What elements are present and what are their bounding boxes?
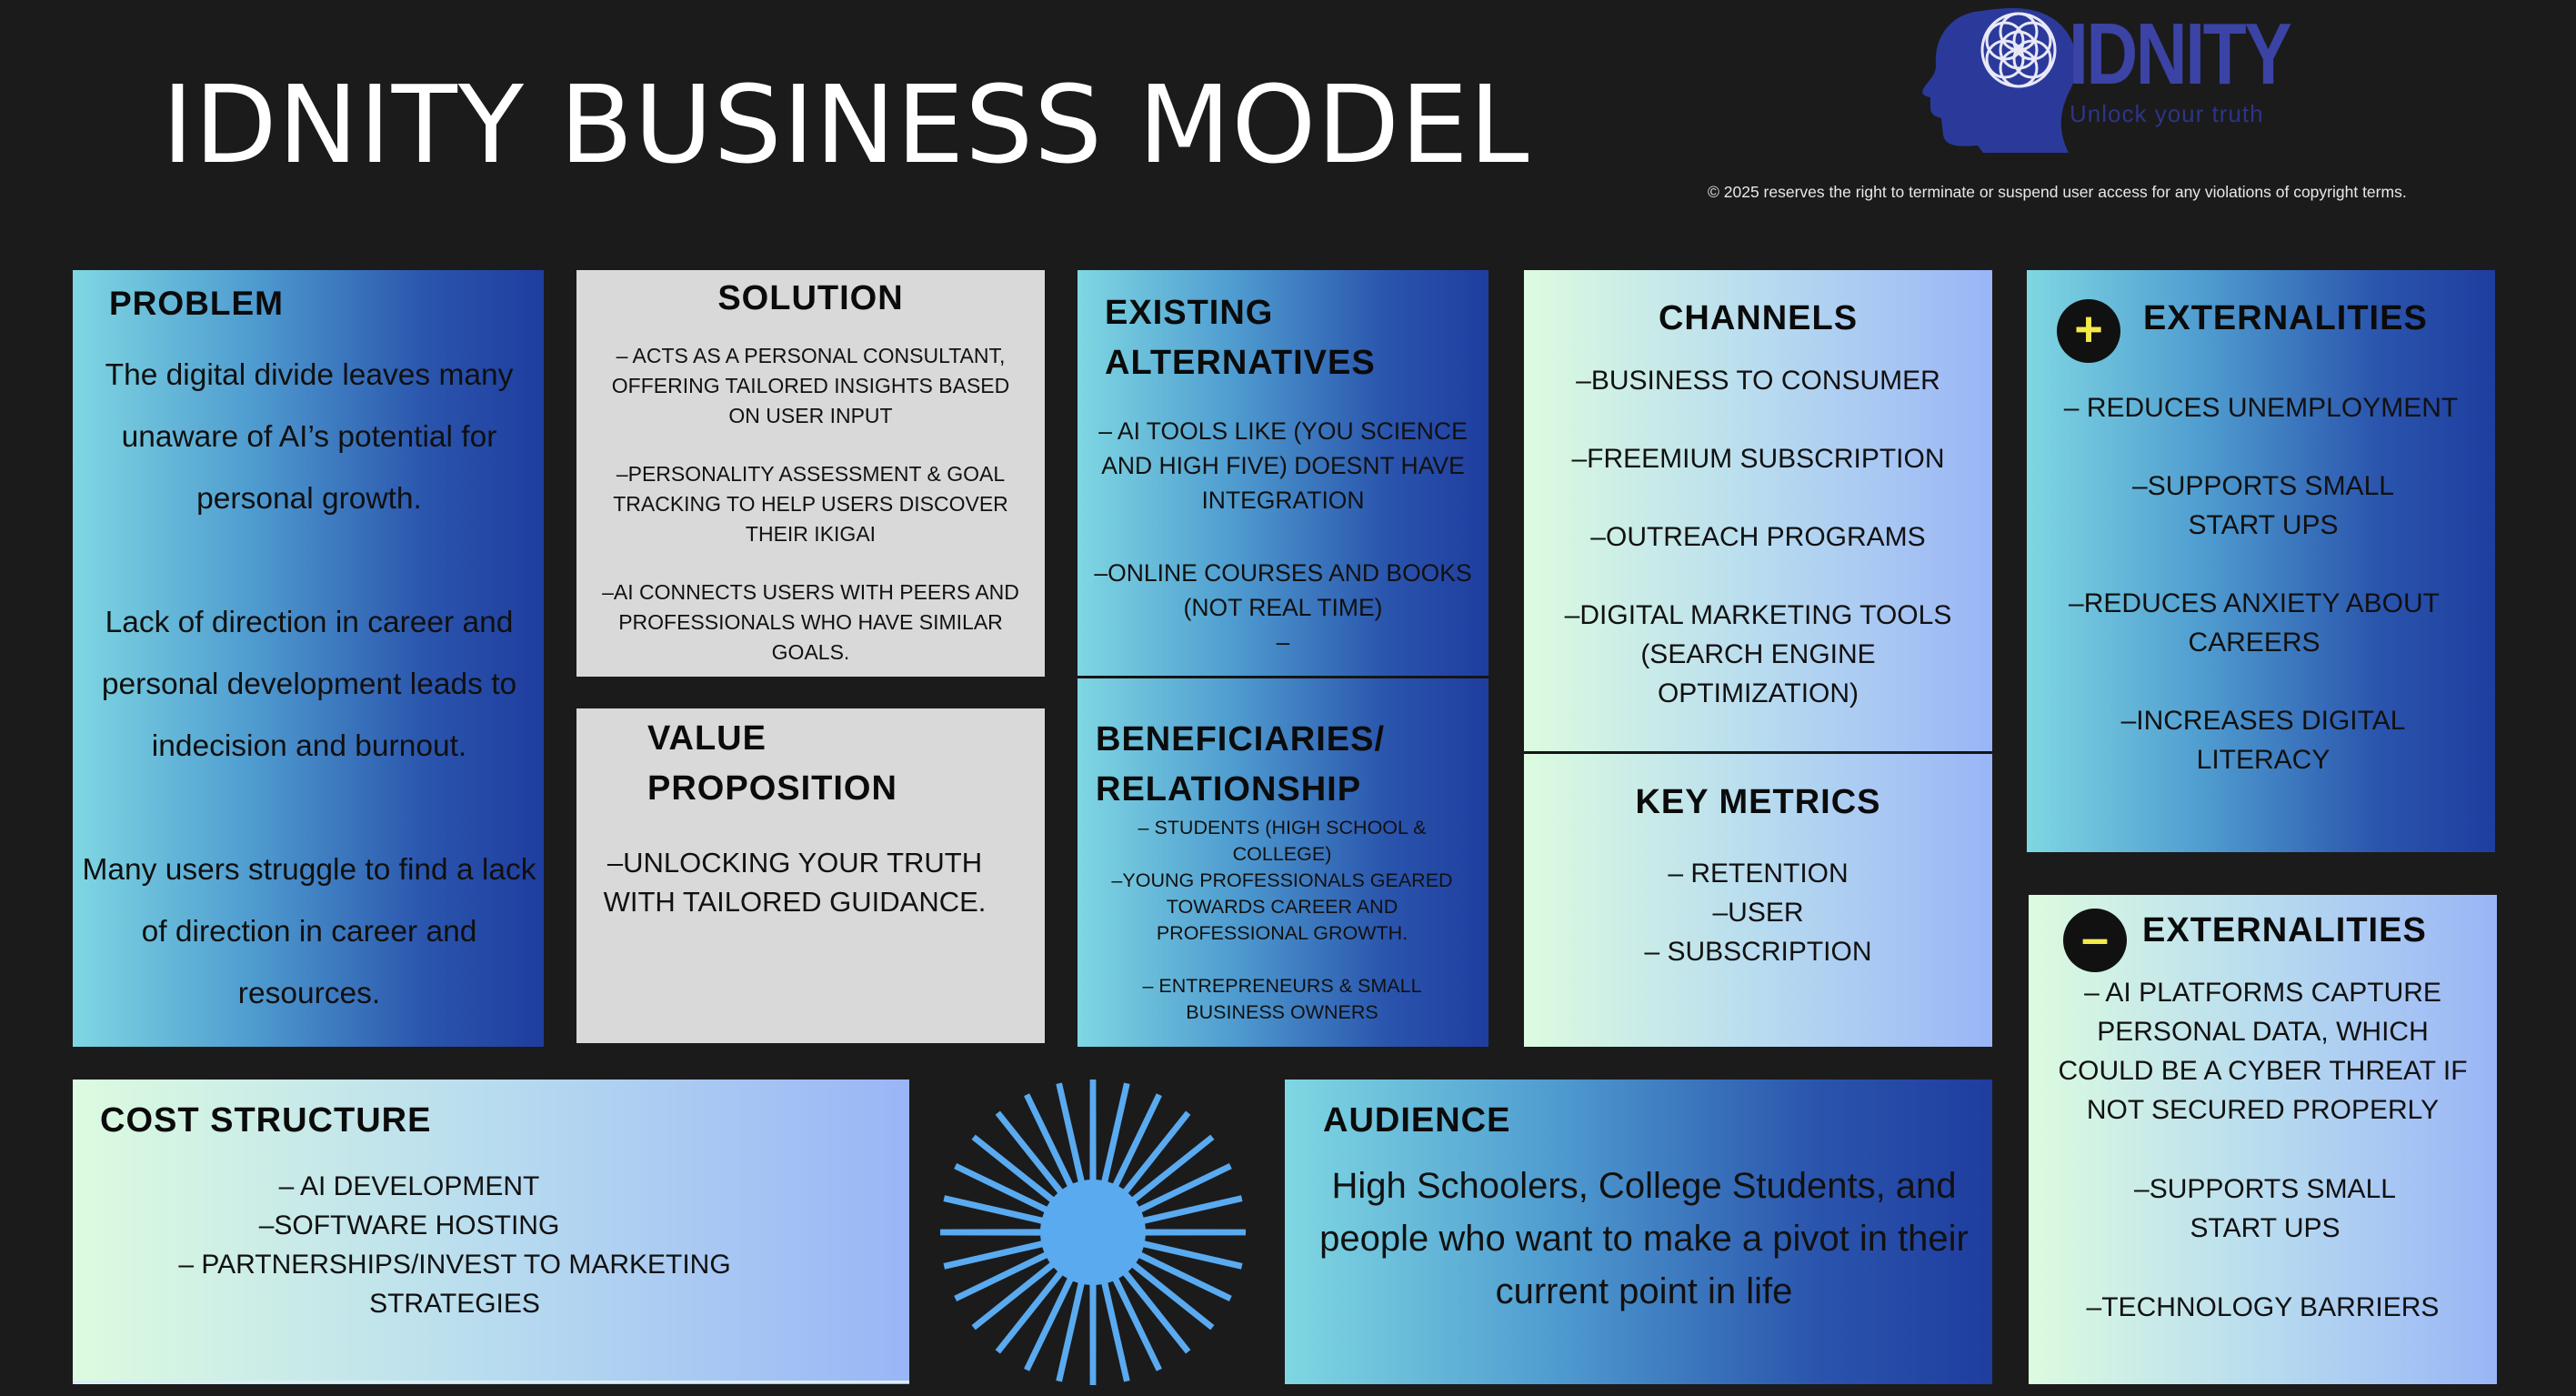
cost-item: –SOFTWARE HOSTING — [258, 1210, 560, 1240]
externality-item: –TECHNOLOGY BARRIERS — [2086, 1292, 2440, 1322]
negative-externalities-card: – EXTERNALITIES – AI PLATFORMS CAPTURE P… — [2029, 895, 2497, 1384]
starburst-ray — [995, 1258, 1073, 1354]
starburst-ray — [1128, 1195, 1243, 1228]
cost-structure-card: COST STRUCTURE – AI DEVELOPMENT –SOFTWAR… — [73, 1080, 909, 1384]
minus-icon: – — [2063, 909, 2127, 972]
starburst-ray — [954, 1163, 1062, 1220]
starburst-ray — [943, 1195, 1058, 1228]
solution-item: –AI CONNECTS USERS WITH PEERS AND PROFES… — [602, 580, 1019, 664]
metric-item: – SUBSCRIPTION — [1644, 937, 1872, 967]
beneficiary-item: – STUDENTS (HIGH SCHOOL & COLLEGE) — [1138, 817, 1427, 865]
value-heading-line: PROPOSITION — [647, 769, 897, 808]
positive-externalities-card: + EXTERNALITIES – REDUCES UNEMPLOYMENT –… — [2027, 270, 2495, 852]
channel-item: –BUSINESS TO CONSUMER — [1576, 366, 1940, 396]
starburst-ray — [971, 1252, 1067, 1331]
starburst-ray — [1098, 1267, 1130, 1382]
problem-paragraph: Lack of direction in career and personal… — [101, 606, 517, 763]
audience-body: High Schoolers, College Students, and pe… — [1319, 1166, 1969, 1311]
channel-item: –DIGITAL MARKETING TOOLS (SEARCH ENGINE … — [1564, 600, 1952, 708]
copyright-notice: © 2025 reserves the right to terminate o… — [1708, 183, 2407, 201]
page-title: IDNITY BUSINESS MODEL — [162, 62, 1530, 187]
starburst-ray — [954, 1245, 1062, 1301]
beneficiary-item: –YOUNG PROFESSIONALS GEARED TOWARDS CARE… — [1111, 869, 1453, 944]
cost-item: – AI DEVELOPMENT — [278, 1171, 540, 1201]
starburst-ray — [1106, 1093, 1162, 1201]
starburst-ray — [995, 1110, 1073, 1207]
starburst-ray — [1113, 1258, 1191, 1354]
head-with-flower-of-life-icon — [1922, 8, 2077, 153]
solution-card: SOLUTION – ACTS AS A PERSONAL CONSULTANT… — [576, 270, 1045, 677]
starburst-ray — [1128, 1237, 1243, 1270]
starburst-ray — [1024, 1263, 1080, 1371]
value-proposition-heading: VALUE PROPOSITION — [647, 714, 897, 814]
cost-structure-heading: COST STRUCTURE — [100, 1101, 432, 1140]
externality-item: –REDUCES ANXIETY ABOUT CAREERS — [2069, 588, 2440, 658]
externality-item: –SUPPORTS SMALL START UPS — [2134, 1174, 2396, 1243]
cost-item: – PARTNERSHIPS/INVEST TO MARKETING STRAT… — [178, 1250, 731, 1319]
channels-heading: CHANNELS — [1658, 299, 1859, 337]
existing-alternatives-heading: EXISTING ALTERNATIVES — [1105, 288, 1376, 388]
beneficiaries-heading-line: RELATIONSHIP — [1096, 770, 1362, 808]
existing-alternatives-card: EXISTING ALTERNATIVES – AI TOOLS LIKE (Y… — [1078, 270, 1488, 677]
card-divider — [1524, 751, 1992, 755]
value-heading-line: VALUE — [647, 719, 767, 758]
existing-heading-line: ALTERNATIVES — [1105, 344, 1376, 382]
negative-externalities-heading: EXTERNALITIES — [2142, 911, 2427, 949]
existing-heading-line: EXISTING — [1105, 294, 1274, 332]
existing-alternative-item: – AI TOOLS LIKE (YOU SCIENCE AND HIGH FI… — [1098, 417, 1468, 514]
externality-item: – AI PLATFORMS CAPTURE PERSONAL DATA, WH… — [2058, 978, 2468, 1125]
starburst-ray — [940, 1229, 1057, 1236]
starburst-ray — [971, 1134, 1067, 1212]
beneficiaries-card: BENEFICIARIES/ RELATIONSHIP – STUDENTS (… — [1078, 678, 1488, 1047]
beneficiary-item: – ENTREPRENEURS & SMALL BUSINESS OWNERS — [1142, 975, 1422, 1023]
problem-card: PROBLEM The digital divide leaves many u… — [73, 270, 544, 1047]
cost-underline — [73, 1381, 909, 1383]
starburst-ray — [1089, 1080, 1097, 1197]
starburst-ray — [1128, 1229, 1246, 1236]
starburst-ray — [1024, 1093, 1080, 1201]
logo-tagline: Unlock your truth — [2070, 100, 2264, 127]
starburst-ray — [1106, 1263, 1162, 1371]
problem-paragraph: Many users struggle to find a lack of di… — [82, 853, 536, 1010]
starburst-icon — [940, 1080, 1246, 1385]
starburst-ray — [1056, 1082, 1088, 1198]
starburst-ray — [1124, 1245, 1232, 1301]
solution-heading: SOLUTION — [717, 279, 904, 317]
channels-card: CHANNELS –BUSINESS TO CONSUMER –FREEMIUM… — [1524, 270, 1992, 752]
starburst-ray — [1089, 1268, 1097, 1385]
solution-item: –PERSONALITY ASSESSMENT & GOAL TRACKING … — [613, 462, 1008, 546]
starburst-ray — [1118, 1252, 1215, 1331]
solution-item: – ACTS AS A PERSONAL CONSULTANT, OFFERIN… — [611, 344, 1010, 427]
beneficiaries-heading-line: BENEFICIARIES/ — [1096, 720, 1386, 758]
externality-item: –SUPPORTS SMALL START UPS — [2132, 471, 2394, 540]
metric-item: –USER — [1712, 898, 1804, 928]
channel-item: –FREEMIUM SUBSCRIPTION — [1571, 444, 1945, 474]
key-metrics-heading: KEY METRICS — [1635, 783, 1881, 821]
starburst-ray — [943, 1237, 1058, 1270]
starburst-ray — [1113, 1110, 1191, 1207]
plus-icon: + — [2057, 299, 2120, 363]
starburst-ray — [1124, 1163, 1232, 1220]
value-proposition-body: –UNLOCKING YOUR TRUTH WITH TAILORED GUID… — [603, 847, 987, 918]
value-proposition-card: VALUE PROPOSITION –UNLOCKING YOUR TRUTH … — [576, 708, 1045, 1043]
existing-alternative-item: – — [1276, 628, 1290, 656]
audience-card: AUDIENCE High Schoolers, College Student… — [1285, 1080, 1992, 1384]
logo-wordmark: IDNITY — [2069, 5, 2292, 103]
card-divider — [1078, 676, 1488, 679]
metric-item: – RETENTION — [1668, 859, 1849, 889]
externality-item: –INCREASES DIGITAL LITERACY — [2120, 706, 2406, 775]
starburst-ray — [1118, 1134, 1215, 1212]
channel-item: –OUTREACH PROGRAMS — [1590, 522, 1926, 552]
existing-alternative-item: –ONLINE COURSES AND BOOKS (NOT REAL TIME… — [1094, 559, 1472, 621]
starburst-ray — [1056, 1267, 1088, 1382]
key-metrics-card: KEY METRICS – RETENTION –USER – SUBSCRIP… — [1524, 754, 1992, 1047]
positive-externalities-heading: EXTERNALITIES — [2143, 299, 2428, 337]
beneficiaries-heading: BENEFICIARIES/ RELATIONSHIP — [1096, 715, 1385, 815]
externality-item: – REDUCES UNEMPLOYMENT — [2063, 393, 2459, 423]
audience-heading: AUDIENCE — [1323, 1101, 1511, 1140]
starburst-ray — [1098, 1082, 1130, 1198]
problem-heading: PROBLEM — [109, 285, 284, 322]
problem-paragraph: The digital divide leaves many unaware o… — [105, 358, 514, 516]
